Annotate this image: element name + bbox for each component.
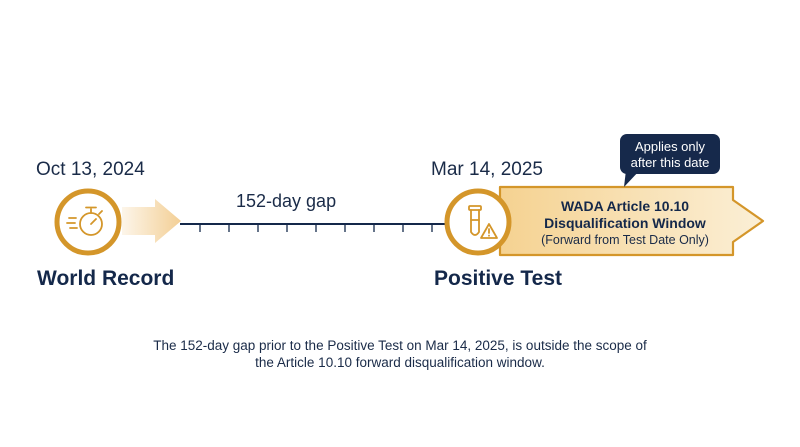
disqualification-window-arrow xyxy=(498,185,765,257)
callout-text: Applies only after this date xyxy=(630,139,710,170)
window-subtitle: (Forward from Test Date Only) xyxy=(541,233,709,247)
world-record-label: World Record xyxy=(37,267,175,290)
window-title: WADA Article 10.10 Disqualification Wind… xyxy=(544,198,706,231)
gap-label: 152-day gap xyxy=(236,191,337,211)
positive-test-label: Positive Test xyxy=(434,267,562,290)
world-record-date: Oct 13, 2024 xyxy=(36,159,145,180)
footnote: The 152-day gap prior to the Positive Te… xyxy=(153,338,647,370)
test-tube-warning-icon xyxy=(444,188,512,256)
positive-test-date: Mar 14, 2025 xyxy=(431,159,543,180)
timeline-axis xyxy=(180,223,460,232)
fade-arrow xyxy=(122,199,181,243)
callout-bubble xyxy=(620,134,720,187)
stopwatch-icon xyxy=(54,188,122,256)
